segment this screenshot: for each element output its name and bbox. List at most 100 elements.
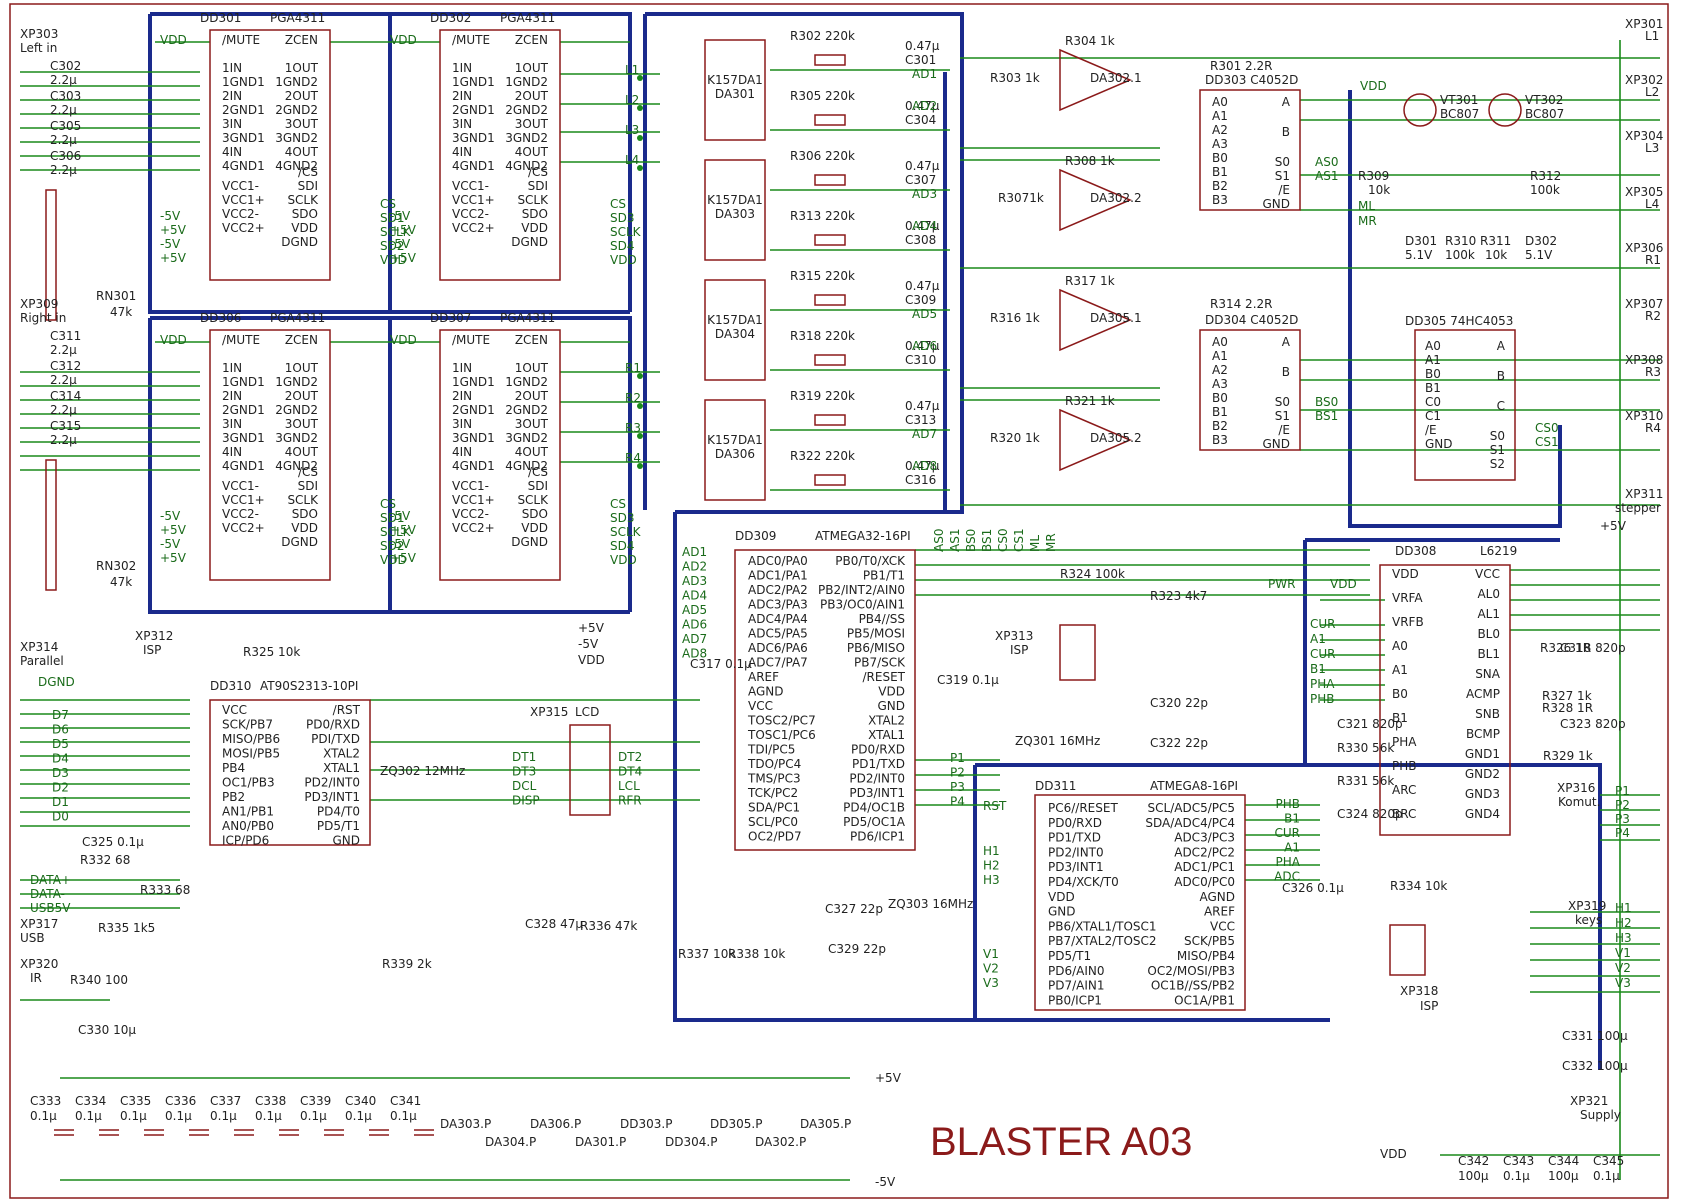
port-label: P2: [1615, 798, 1630, 812]
pin-label: C0: [1425, 395, 1441, 409]
chip-part: L6219: [1480, 544, 1517, 558]
pin-label: 3OUT: [285, 117, 319, 131]
component-label: C317 0.1μ: [690, 657, 752, 671]
transistor-part: BC807: [1440, 107, 1479, 121]
connector-ref: XP317: [20, 917, 58, 931]
opamp-ref: DA304: [715, 327, 755, 341]
pin-label: PB5/MOSI: [847, 627, 905, 641]
pin-label: 3OUT: [515, 117, 549, 131]
pin-label: 1IN: [452, 361, 472, 375]
pin-label: S1: [1275, 169, 1290, 183]
supply-label: +5V: [390, 523, 417, 537]
bus-signal-label: SCLK: [380, 525, 412, 539]
pin-label: B2: [1212, 179, 1228, 193]
adc-signal-label: AD5: [682, 603, 707, 617]
signal-label: A1: [1284, 841, 1300, 855]
key-signal-label: H3: [983, 873, 1000, 887]
key-signal-label: H3: [1615, 931, 1632, 945]
connector-label: Left in: [20, 41, 57, 55]
pin-label: XTAL2: [868, 714, 905, 728]
pin-label: A0: [1212, 335, 1228, 349]
pin-label: SCK/PB7: [222, 718, 273, 732]
component-label: C318 820p: [1560, 641, 1626, 655]
pin-label: A1: [1392, 663, 1408, 677]
junction-dot: [637, 135, 643, 141]
filter-cap-val: 0.47μ: [905, 339, 940, 353]
component-label: R331 56k: [1337, 774, 1394, 788]
pin-label: ACMP: [1466, 687, 1500, 701]
pin-label: AN0/PB0: [222, 819, 274, 833]
pin-label: ADC1/PC1: [1174, 860, 1235, 874]
components: [45, 29, 1522, 1136]
pin-label: 4GND1: [222, 159, 265, 173]
pin-label: B3: [1212, 193, 1228, 207]
pin-label: XTAL2: [323, 747, 360, 761]
pin-label: A3: [1212, 137, 1228, 151]
chip-ref: DD306: [200, 311, 241, 325]
pin-label: AL0: [1477, 587, 1500, 601]
junction-dot: [637, 463, 643, 469]
adc-signal-label: AD3: [912, 187, 937, 201]
pin-label: AN1/PB1: [222, 805, 274, 819]
connector-ref: XP319: [1568, 899, 1606, 913]
pin-label: /E: [1278, 423, 1290, 437]
pin-label: B3: [1212, 433, 1228, 447]
signal-label: B1: [1310, 662, 1326, 676]
lcd-signal-label: RFR: [618, 794, 642, 808]
resistor-label: R312: [1530, 169, 1561, 183]
power-pin-label: DD305.P: [710, 1117, 762, 1131]
pin-label: VCC2+: [452, 221, 495, 235]
pin-label: SNB: [1475, 707, 1500, 721]
pin-label: DGND: [281, 235, 318, 249]
wiring: [20, 40, 1660, 1181]
connector-ref: XP318: [1400, 984, 1438, 998]
pin-label: B1: [1425, 381, 1441, 395]
bulk-cap-ref: C342: [1458, 1154, 1489, 1168]
component-label: R334 10k: [1390, 879, 1447, 893]
cap-val: 2.2μ: [50, 403, 77, 417]
component-label: R336 47k: [580, 919, 637, 933]
pin-label: 1IN: [222, 61, 242, 75]
rn-val: 47k: [110, 305, 132, 319]
component-label: R330 56k: [1337, 741, 1394, 755]
signal-label: MR: [1358, 214, 1377, 228]
vertical-signal-label: AS1: [948, 529, 962, 552]
bus-signal-label: SCLK: [380, 225, 412, 239]
chip-part: AT90S2313-10PI: [260, 679, 358, 693]
pin-label: 3OUT: [515, 417, 549, 431]
pin-label: VRFA: [1392, 591, 1423, 605]
pin-label: 1GND2: [275, 375, 318, 389]
pin-label: BRC: [1392, 807, 1416, 821]
power-pin-label: DA304.P: [485, 1135, 536, 1149]
pin-label: 4GND2: [275, 159, 318, 173]
cap-ref: C312: [50, 359, 81, 373]
filter-resistor-label: R305 220k: [790, 89, 855, 103]
supply-label: -5V: [160, 237, 181, 251]
pin-label: VCC2-: [452, 207, 489, 221]
connector-ref: XP314: [20, 640, 58, 654]
connector-label: Right in: [20, 311, 66, 325]
vertical-signal-label: BS0: [964, 529, 978, 552]
pin-label: ADC0/PA0: [748, 554, 808, 568]
pin-label: B0: [1212, 151, 1228, 165]
pin-label: ADC1/PA1: [748, 569, 808, 583]
chip-ref: DD310: [210, 679, 251, 693]
power-pin-label: DD304.P: [665, 1135, 717, 1149]
port-label: P2: [950, 766, 965, 780]
supply-label: -5V: [390, 209, 411, 223]
connector-label: LCD: [575, 705, 599, 719]
select-label: CS1: [1535, 435, 1559, 449]
pin-label: 3IN: [222, 117, 242, 131]
filter-cap-ref: C310: [905, 353, 936, 367]
connector-label: Komut.: [1558, 795, 1600, 809]
adc-signal-label: AD6: [682, 618, 707, 632]
connector-label: keys: [1575, 913, 1602, 927]
pin-label: GND1: [1465, 747, 1500, 761]
key-signal-label: V1: [1615, 946, 1631, 960]
pin-label: SDI: [528, 179, 548, 193]
pin-label: SCLK: [517, 493, 549, 507]
component-label: C331 100μ: [1562, 1029, 1628, 1043]
pin-label: 4GND1: [222, 459, 265, 473]
